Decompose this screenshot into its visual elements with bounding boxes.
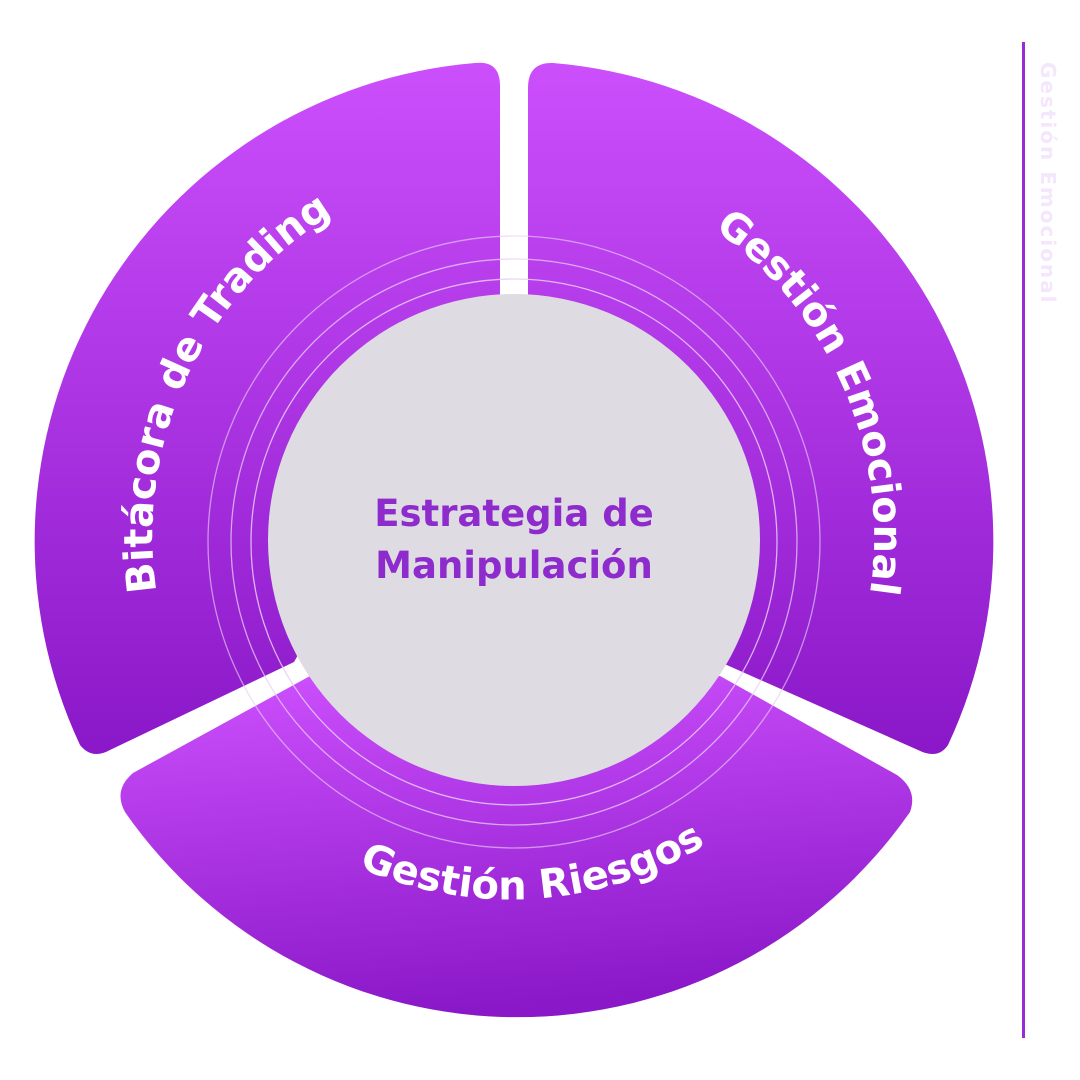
center-title-line-2: Manipulación [375, 544, 653, 587]
side-ghost-text: Gestión Emocional [1036, 62, 1058, 432]
segment-bitacora-de-trading [34, 62, 501, 755]
center-title-line-1: Estrategia de [374, 492, 654, 535]
side-divider-line [1022, 42, 1025, 1038]
decor-ring-middle [230, 258, 798, 826]
side-ghost-label: Gestión Emocional [1036, 62, 1058, 305]
decor-ring-inner [250, 278, 778, 806]
segment-gestion-riesgos [120, 676, 913, 1018]
center-circle [268, 294, 760, 786]
decor-ring-outer [207, 235, 821, 849]
segment-gestion-emocional [528, 62, 994, 755]
